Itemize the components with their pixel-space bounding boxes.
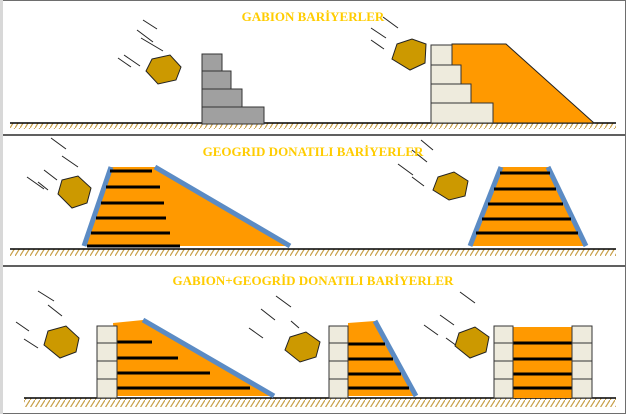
title-gabion: GABION BARİYERLER — [241, 9, 385, 24]
rock-icon — [370, 16, 427, 71]
combined-wall-middle — [328, 319, 419, 399]
rock-icon — [15, 290, 80, 359]
rock-icon — [423, 291, 490, 359]
gabion-fill-structure — [430, 43, 596, 124]
rock-icon — [117, 19, 182, 85]
ground-hatch-icon — [24, 398, 616, 407]
ground-hatch-icon — [10, 123, 616, 129]
gabion-wall-grey — [201, 53, 265, 125]
panel-combined — [15, 290, 616, 407]
left-scroll-edge — [0, 0, 3, 414]
title-geogrid: GEOGRID DONATILI BARİYERLER — [202, 144, 424, 159]
panel-geogrid — [10, 137, 616, 256]
rock-icon — [397, 139, 469, 201]
combined-embankment-left — [96, 317, 276, 399]
rock-icon — [26, 137, 92, 209]
rock-icon — [248, 295, 321, 363]
geogrid-wall-right — [467, 165, 589, 248]
geogrid-embankment-left — [81, 164, 292, 249]
panel-gabion — [10, 16, 616, 129]
ground-hatch-icon — [10, 249, 616, 256]
title-combined: GABION+GEOGRİD DONATILI BARİYERLER — [172, 273, 454, 288]
combined-wall-right — [493, 325, 593, 399]
